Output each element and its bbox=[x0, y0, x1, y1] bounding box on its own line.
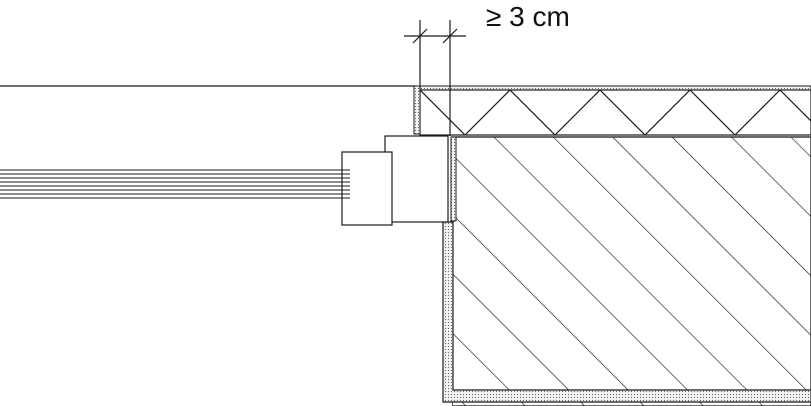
masonry-block bbox=[445, 136, 811, 406]
window-frame bbox=[341, 135, 449, 226]
glazing-lines bbox=[0, 169, 350, 199]
edge-tab bbox=[413, 85, 421, 135]
dimension-marker bbox=[404, 20, 466, 136]
top-insulation-layer bbox=[419, 85, 811, 136]
edge-insulation-strip bbox=[442, 136, 811, 403]
dimension-label: ≥ 3 cm bbox=[486, 1, 570, 32]
